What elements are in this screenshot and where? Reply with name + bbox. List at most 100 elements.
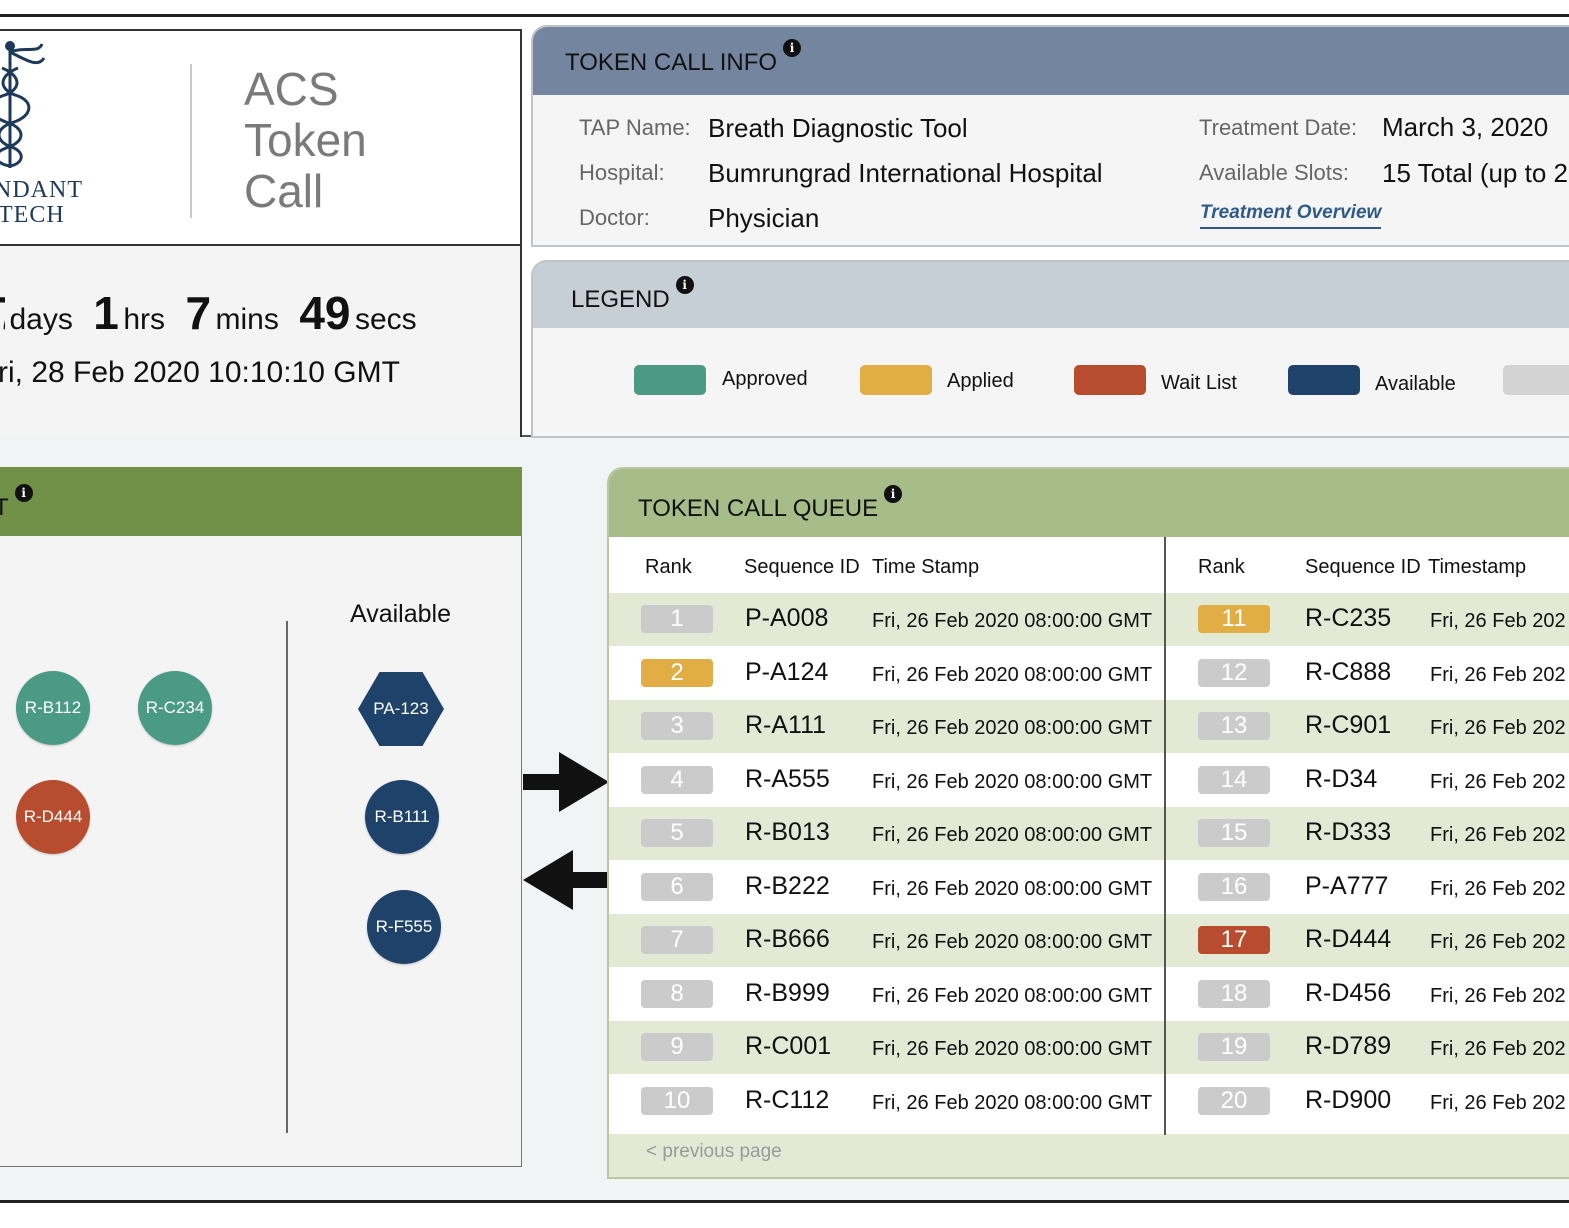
rank-badge: 13 bbox=[1198, 712, 1270, 740]
legend-label-approved: Approved bbox=[722, 368, 808, 390]
countdown-hrs-unit: hrs bbox=[123, 303, 166, 336]
app-title-line2: Token bbox=[244, 114, 367, 166]
column-header-timestamp[interactable]: Timestamp bbox=[1428, 556, 1527, 578]
countdown-panel bbox=[0, 246, 522, 437]
rank-badge: 5 bbox=[641, 819, 713, 847]
legend-swatch-default bbox=[1503, 365, 1569, 395]
legend-title: LEGEND i bbox=[571, 276, 694, 314]
rank-badge: 10 bbox=[641, 1086, 713, 1115]
rank-badge: 18 bbox=[1198, 979, 1270, 1008]
sequence-id: R-C901 bbox=[1305, 711, 1392, 739]
rank-badge: 7 bbox=[641, 926, 713, 954]
arrow-left-icon[interactable] bbox=[523, 850, 609, 910]
rank-badge: 9 bbox=[641, 1033, 713, 1061]
column-header-sequence-id[interactable]: Sequence ID bbox=[1305, 556, 1421, 578]
legend-title-text: LEGEND bbox=[571, 286, 670, 313]
timestamp: Fri, 26 Feb 2020 08:00:00 GMT bbox=[872, 1038, 1153, 1060]
arrow-right-icon[interactable] bbox=[523, 752, 609, 812]
token-chip-waitlist[interactable]: R-D444 bbox=[16, 780, 90, 854]
rank-badge: 1 bbox=[641, 605, 713, 633]
sequence-id: P-A008 bbox=[745, 604, 829, 632]
info-icon[interactable]: i bbox=[675, 276, 694, 294]
timestamp: Fri, 26 Feb 202 bbox=[1430, 877, 1566, 900]
legend-label-applied: Applied bbox=[947, 370, 1014, 392]
table-row[interactable]: 1 P-A008 Fri, 26 Feb 2020 08:00:00 GMT 11 R-… bbox=[609, 593, 1569, 646]
legend-swatch-waitlist bbox=[1074, 365, 1146, 395]
doctor-value: Physician bbox=[708, 203, 820, 233]
pool-divider bbox=[286, 621, 288, 1133]
column-header-rank[interactable]: Rank bbox=[1198, 556, 1245, 578]
token-queue-title: TOKEN CALL QUEUEi bbox=[638, 485, 903, 523]
token-chip-approved[interactable]: R-C234 bbox=[138, 671, 212, 745]
timestamp: Fri, 26 Feb 2020 08:00:00 GMT bbox=[872, 824, 1153, 846]
column-header-rank[interactable]: Rank bbox=[645, 556, 692, 578]
column-header-time-stamp[interactable]: Time Stamp bbox=[872, 556, 980, 578]
rank-badge: 16 bbox=[1198, 872, 1270, 901]
sequence-id: R-C888 bbox=[1305, 657, 1392, 686]
logo-text-line1: NDANT bbox=[0, 177, 83, 203]
legend-label-waitlist: Wait List bbox=[1161, 372, 1237, 394]
timestamp: Fri, 26 Feb 2020 08:00:00 GMT bbox=[872, 770, 1153, 793]
countdown-mins: 7 bbox=[185, 287, 212, 339]
legend-header bbox=[533, 262, 1569, 328]
timestamp: Fri, 26 Feb 202 bbox=[1430, 931, 1566, 953]
info-icon[interactable]: i bbox=[884, 485, 903, 503]
previous-page-link[interactable]: < previous page bbox=[646, 1141, 782, 1162]
bottom-border bbox=[0, 1200, 1569, 1203]
column-header-sequence-id[interactable]: Sequence ID bbox=[744, 556, 860, 578]
timestamp: Fri, 26 Feb 2020 08:00:00 GMT bbox=[872, 1091, 1153, 1114]
timestamp: Fri, 26 Feb 2020 08:00:00 GMT bbox=[872, 877, 1153, 900]
info-icon[interactable]: i bbox=[783, 39, 802, 57]
token-info-header bbox=[533, 27, 1569, 95]
rank-badge: 2 bbox=[641, 658, 713, 687]
timestamp: Fri, 26 Feb 2020 08:00:00 GMT bbox=[872, 931, 1153, 953]
timestamp: Fri, 26 Feb 2020 08:00:00 GMT bbox=[872, 717, 1153, 739]
app-title-line1: ACS bbox=[244, 63, 339, 115]
timestamp: Fri, 26 Feb 202 bbox=[1430, 610, 1566, 632]
available-column-title: Available bbox=[350, 600, 452, 628]
token-chip-approved[interactable]: R-B112 bbox=[16, 671, 90, 745]
token-info-title: TOKEN CALL INFOi bbox=[565, 39, 802, 77]
countdown-hrs: 1 bbox=[93, 287, 119, 339]
sequence-id: R-B999 bbox=[745, 978, 830, 1007]
timestamp: Fri, 26 Feb 2020 08:00:00 GMT bbox=[872, 610, 1153, 632]
countdown-secs-unit: secs bbox=[354, 303, 417, 336]
caduceus-icon bbox=[0, 41, 46, 168]
legend-swatch-approved bbox=[634, 365, 706, 395]
rank-badge: 17 bbox=[1198, 926, 1270, 954]
info-icon[interactable]: i bbox=[14, 484, 33, 502]
available-slots-label: Available Slots: bbox=[1199, 160, 1350, 185]
rank-badge: 11 bbox=[1198, 605, 1270, 633]
sequence-id: R-D333 bbox=[1305, 818, 1392, 846]
token-chip-available[interactable]: R-B111 bbox=[365, 780, 439, 854]
token-queue-header bbox=[609, 469, 1569, 537]
sequence-id: R-C235 bbox=[1305, 604, 1392, 632]
sequence-id: R-B013 bbox=[745, 818, 830, 846]
sequence-id: P-A124 bbox=[745, 657, 829, 686]
timestamp: Fri, 26 Feb 202 bbox=[1430, 1091, 1566, 1114]
sequence-id: R-B222 bbox=[745, 871, 830, 900]
treatment-overview-link[interactable]: Treatment Overview bbox=[1200, 202, 1382, 229]
logo-panel bbox=[0, 29, 522, 246]
sequence-id: R-C001 bbox=[745, 1032, 832, 1060]
rank-badge: 4 bbox=[641, 765, 713, 794]
legend-swatch-available bbox=[1288, 365, 1360, 395]
treatment-date-value: March 3, 2020 bbox=[1382, 112, 1549, 142]
token-chip-available[interactable]: R-F555 bbox=[367, 890, 441, 964]
queue-table: Rank Sequence ID Time Stamp Rank Sequenc… bbox=[609, 537, 1569, 1134]
countdown-timer: 7 days 1 hrs 7 mins 49 secs bbox=[0, 286, 433, 340]
rank-badge: 6 bbox=[641, 872, 713, 901]
timestamp: Fri, 26 Feb 202 bbox=[1430, 663, 1566, 686]
legend-swatch-applied bbox=[860, 365, 932, 395]
treatment-date-label: Treatment Date: bbox=[1199, 115, 1358, 140]
logo-separator bbox=[190, 64, 192, 218]
